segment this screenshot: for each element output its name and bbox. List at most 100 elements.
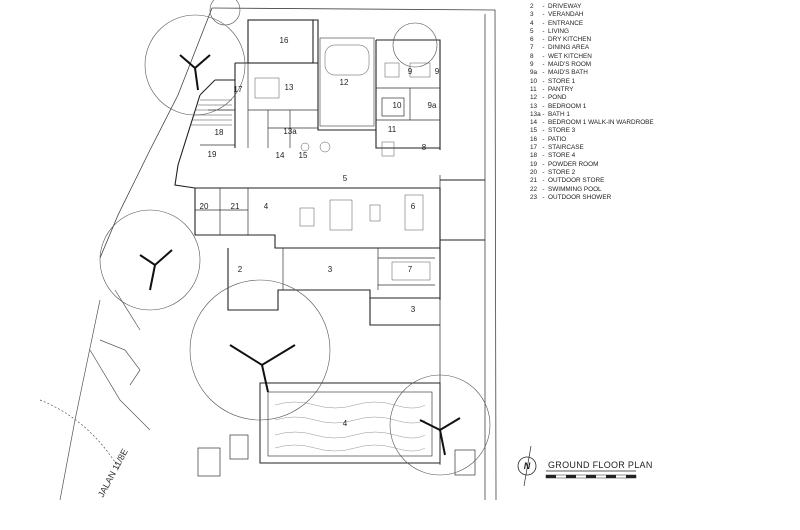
legend-separator: - [542,36,545,44]
legend-label: PANTRY [548,85,574,93]
room-label-15: 15 [299,151,308,160]
legend-item: 4-ENTRANCE [530,20,790,28]
legend-label: MAID'S BATH [548,69,588,77]
legend-item: 22-SWIMMING POOL [530,186,790,194]
legend-number: 16 [530,135,538,143]
legend-separator: - [542,69,545,77]
legend-item: 6-DRY KITCHEN [530,36,790,44]
legend-separator: - [542,110,545,118]
legend-number: 2 [530,3,534,10]
room-label-13: 13 [285,83,294,92]
room-label-9-a: 9 [408,67,413,76]
legend-item: 21-OUTDOOR STORE [530,177,790,185]
legend-separator: - [542,177,545,185]
furniture [254,62,431,281]
legend-number: 6 [530,36,534,44]
room-label-8: 8 [422,143,427,152]
plan-title: GROUND FLOOR PLAN [548,460,653,470]
legend-label: STORE 4 [548,152,576,160]
legend-separator: - [542,160,545,168]
legend-separator: - [542,19,545,27]
legend-separator: - [542,61,545,69]
legend-label: PATIO [548,135,567,143]
interior-walls [195,37,440,290]
legend-number: 10 [530,77,538,85]
legend-separator: - [542,168,545,176]
outdoor-shower [197,97,476,477]
legend-number: 19 [530,160,538,168]
legend-label: BEDROOM 1 [548,102,587,110]
room-label-21: 21 [231,202,240,211]
legend-label: STORE 2 [548,168,576,176]
room-label-7: 7 [408,265,413,274]
north-arrow-label: N [524,461,531,471]
legend-separator: - [542,85,545,93]
street-label: JALAN 11/8E [96,447,130,499]
legend-label: STAIRCASE [548,144,584,152]
legend-number: 3 [530,11,534,19]
legend-label: WET KITCHEN [548,52,592,60]
legend-number: 9a [530,69,538,77]
legend-label: STORE 3 [548,127,576,135]
legend-label: POND [548,94,567,102]
legend-item: 9-MAID'S ROOM [530,61,790,69]
legend-label: BATH 1 [548,110,570,118]
legend-separator: - [542,193,545,201]
legend-item: 8-WET KITCHEN [530,53,790,61]
legend-number: 17 [530,144,538,152]
legend-number: 4 [530,19,534,27]
scale-bar [545,470,637,479]
legend-number: 14 [530,119,538,127]
house-walls [174,19,485,326]
room-label-9-b: 9 [435,67,440,76]
legend-item: 13a-BATH 1 [530,111,790,119]
legend-number: 5 [530,27,534,35]
legend-number: 23 [530,193,538,201]
legend-separator: - [542,185,545,193]
legend-separator: - [542,152,545,160]
legend-label: DRIVEWAY [548,3,582,10]
legend-number: 22 [530,185,538,193]
legend-label: SWIMMING POOL [548,185,602,193]
legend-label: DINING AREA [548,44,590,52]
legend-item: 15-STORE 3 [530,127,790,135]
legend-item: 23-OUTDOOR SHOWER [530,194,790,202]
legend-separator: - [542,3,545,10]
legend-item: 10-STORE 1 [530,78,790,86]
legend-number: 9 [530,61,534,69]
legend-separator: - [542,127,545,135]
room-label-14: 14 [276,151,285,160]
north-arrow-icon: N [517,445,537,487]
legend-number: 20 [530,168,538,176]
legend-separator: - [542,102,545,110]
legend-item: 19-POWDER ROOM [530,161,790,169]
room-label-20: 20 [200,202,209,211]
room-label-4: 4 [264,202,269,211]
legend-label: POWDER ROOM [548,160,599,168]
legend-item: 9a-MAID'S BATH [530,69,790,77]
room-label-11: 11 [388,125,397,134]
legend-label: VERANDAH [548,11,584,19]
room-label-2: 2 [238,265,243,274]
legend-item: 12-POND [530,94,790,102]
legend-label: LIVING [548,27,569,35]
site-boundary [99,7,497,501]
legend-label: STORE 1 [548,77,576,85]
street-edge [39,289,151,501]
room-label-12: 12 [340,78,349,87]
legend-item: 20-STORE 2 [530,169,790,177]
legend-item: 18-STORE 4 [530,152,790,160]
room-label-5: 5 [343,174,348,183]
legend-label: OUTDOOR STORE [548,177,605,185]
legend-separator: - [542,44,545,52]
legend-number: 7 [530,44,534,52]
legend-item: 2 -DRIVEWAY [530,3,790,11]
legend-item: 7-DINING AREA [530,44,790,52]
legend-separator: - [542,144,545,152]
room-label-3-a: 3 [328,265,333,274]
legend-item: 11-PANTRY [530,86,790,94]
legend-label: DRY KITCHEN [548,36,592,44]
legend-separator: - [542,77,545,85]
